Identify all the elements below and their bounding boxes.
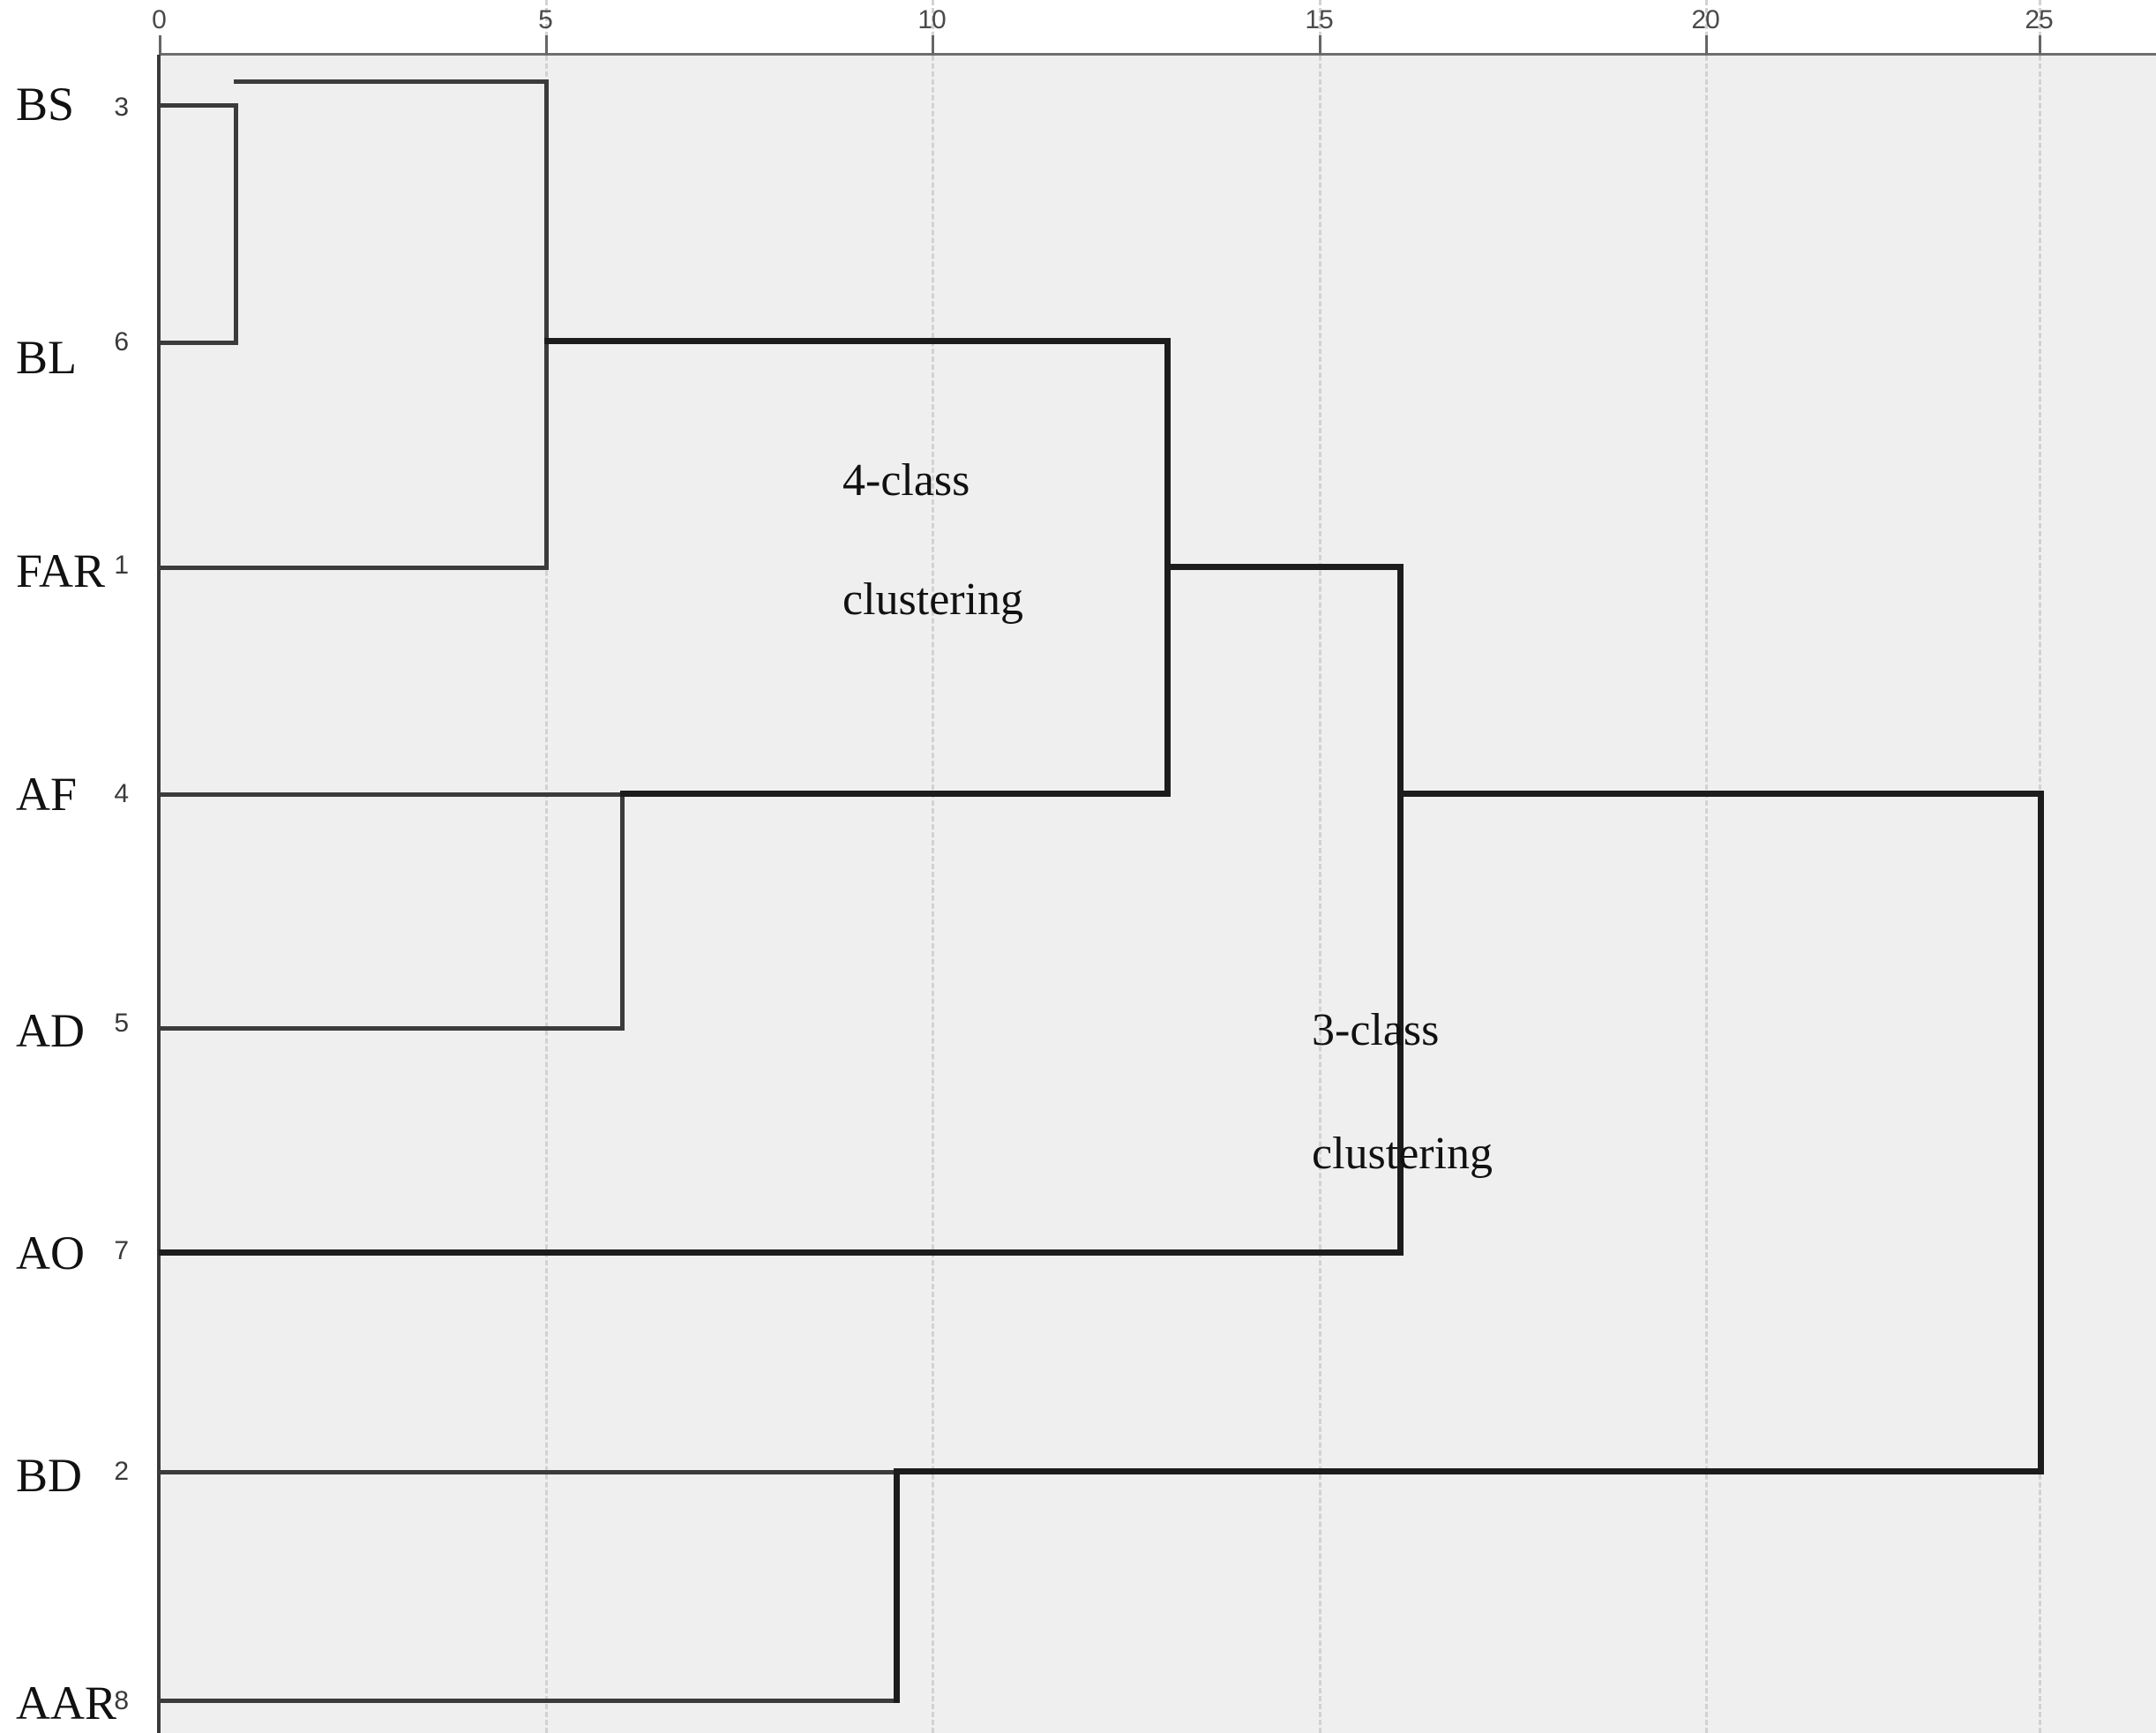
link-af-leaf	[159, 792, 625, 797]
leaf-index-aar: 8	[114, 1686, 129, 1715]
link-m3-vert	[620, 792, 625, 1031]
leaf-label-bd: BD	[16, 1449, 83, 1502]
leaf-label-af: AF	[16, 768, 78, 821]
tick-mark-5	[545, 35, 548, 55]
leaf-index-bs: 3	[114, 93, 129, 122]
leaf-label-ad: AD	[16, 1004, 85, 1057]
tick-mark-0	[159, 35, 161, 55]
tick-mark-20	[1705, 35, 1708, 55]
plot-area	[159, 55, 2156, 1733]
link-m6-to-root	[1397, 791, 2044, 797]
link-ao-leaf	[159, 1249, 1403, 1256]
leaf-index-far: 1	[114, 551, 129, 580]
tick-label-0: 0	[152, 5, 167, 34]
link-m4-to-root	[894, 1468, 2044, 1474]
annotation-4-class-line1: 4-class	[842, 455, 970, 506]
gridline-20	[1705, 0, 1710, 1733]
tick-label-5: 5	[538, 5, 553, 34]
link-m6-vert	[1397, 564, 1404, 1256]
tick-label-15: 15	[1305, 5, 1333, 34]
link-m1-vert	[234, 103, 238, 345]
y-axis-line	[157, 55, 161, 1733]
leaf-label-ao: AO	[16, 1227, 85, 1279]
annotation-3-class-line2: clustering	[1312, 1129, 1493, 1179]
leaf-label-far: FAR	[16, 544, 106, 597]
tick-label-25: 25	[2025, 5, 2053, 34]
leaf-index-bd: 2	[114, 1457, 129, 1486]
leaf-index-ao: 7	[114, 1236, 129, 1265]
tick-mark-15	[1319, 35, 1321, 55]
gridline-15	[1319, 0, 1323, 1733]
annotation-3-class-line1: 3-class	[1312, 1005, 1440, 1055]
link-ad-leaf	[159, 1026, 625, 1031]
leaf-label-aar: AAR	[16, 1677, 117, 1729]
gridline-10	[932, 0, 936, 1733]
link-m1-to-m2	[234, 79, 548, 84]
tick-label-10: 10	[917, 5, 946, 34]
leaf-label-bl: BL	[16, 331, 78, 384]
link-m5-to-m6	[1164, 564, 1403, 570]
x-axis-line	[159, 53, 2156, 56]
link-m3-to-m5	[620, 791, 1171, 797]
link-root-vert	[2038, 791, 2044, 1474]
link-aar-leaf	[159, 1699, 898, 1703]
tick-mark-10	[932, 35, 934, 55]
link-bd-leaf	[159, 1470, 898, 1474]
link-far-leaf	[159, 566, 548, 570]
leaf-index-af: 4	[114, 779, 129, 808]
link-bl-leaf	[159, 341, 238, 345]
leaf-index-ad: 5	[114, 1009, 129, 1038]
tick-label-20: 20	[1691, 5, 1719, 34]
leaf-index-bl: 6	[114, 327, 129, 356]
link-m2-vert	[544, 79, 549, 570]
link-m2-to-m5	[544, 338, 1171, 344]
link-m4-vert	[894, 1470, 900, 1703]
gridline-5	[545, 0, 550, 1733]
annotation-4-class-line2: clustering	[842, 574, 1024, 625]
link-bs-leaf	[159, 103, 238, 108]
leaf-label-bs: BS	[16, 78, 75, 131]
tick-mark-25	[2039, 35, 2041, 55]
